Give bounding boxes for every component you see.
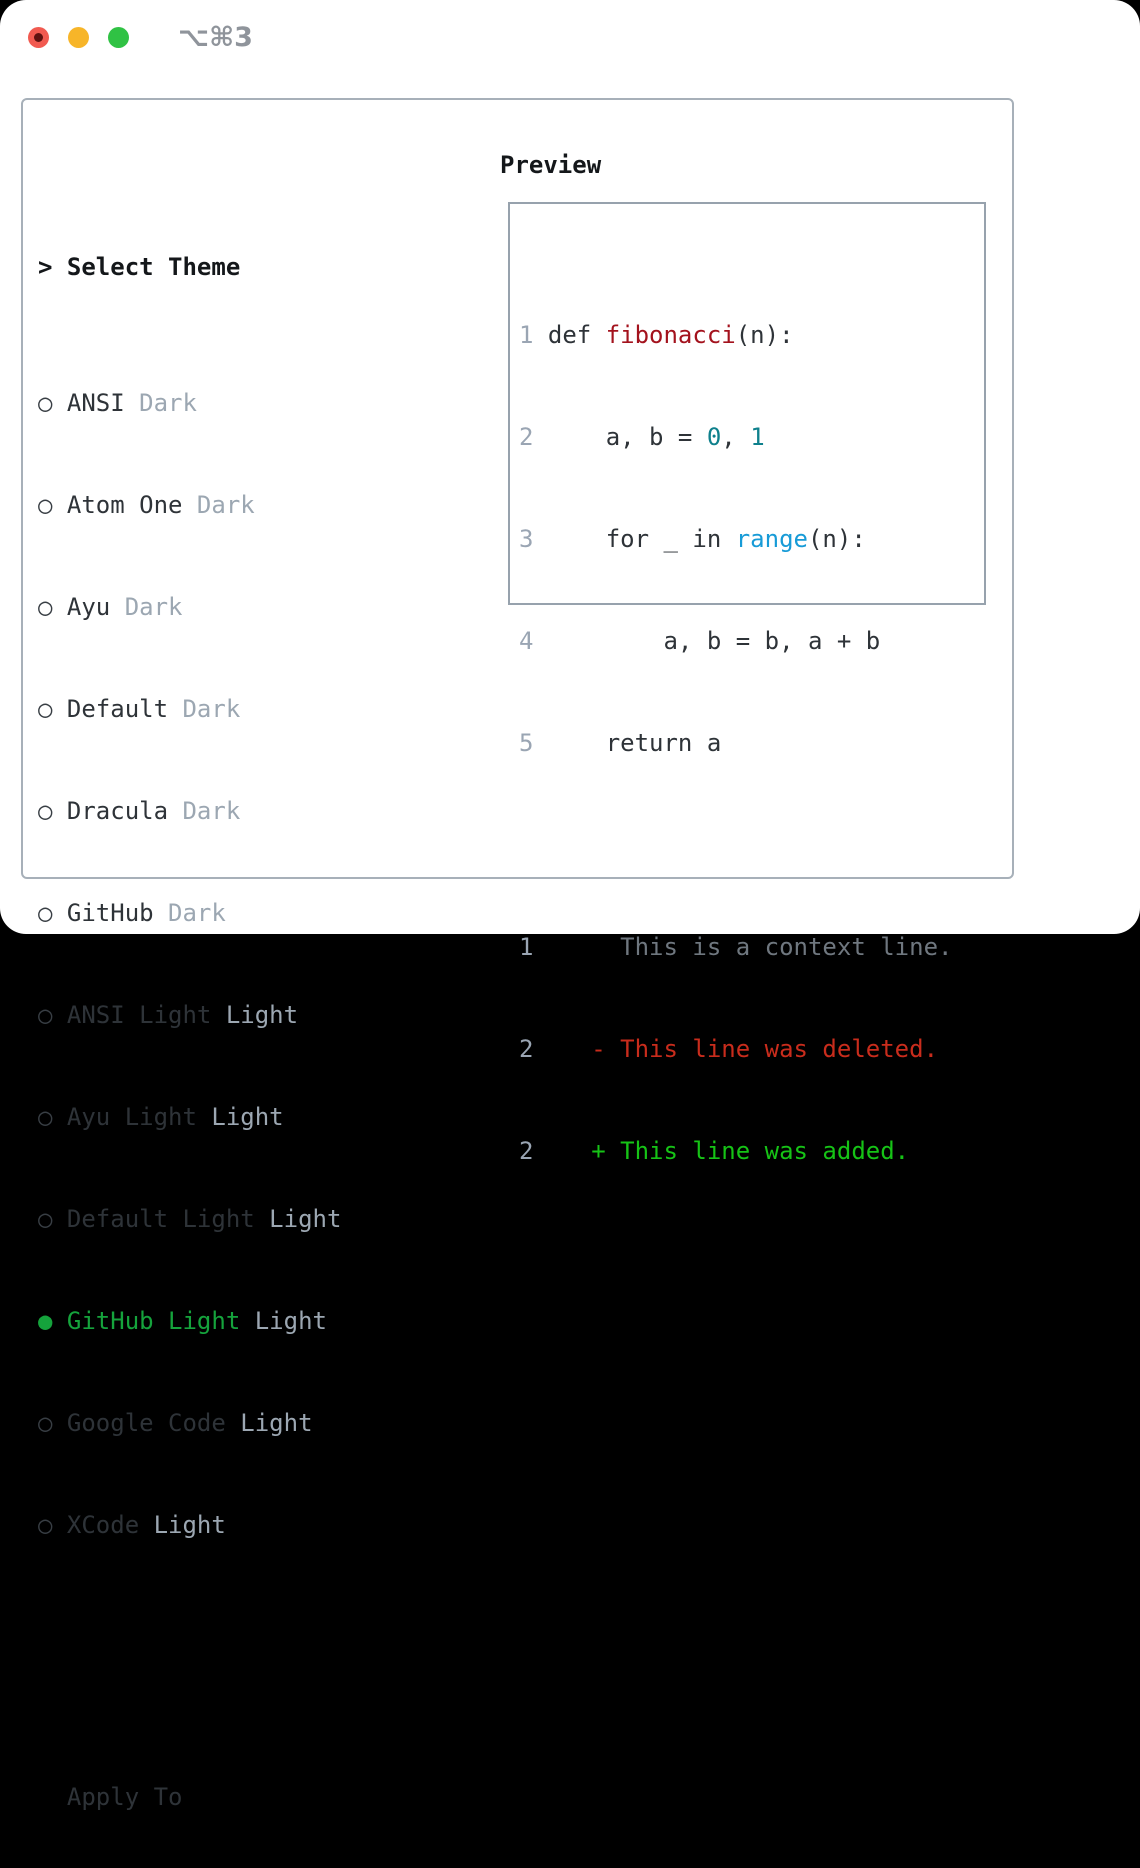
theme-variant: Dark [168, 899, 226, 927]
apply-to-label: Apply To [66, 1783, 183, 1811]
select-theme-label: Select Theme [66, 253, 241, 281]
theme-variant: Dark [124, 593, 183, 621]
code-line: 2 a, b = 0, 1 [519, 420, 984, 454]
theme-option-default-light[interactable]: ○ Default Light Light [38, 1202, 443, 1236]
theme-option-dracula-dark[interactable]: ○ Dracula Dark [38, 794, 443, 828]
theme-option-default-dark[interactable]: ○ Default Dark [38, 692, 443, 726]
theme-name: Default Light [66, 1205, 255, 1233]
theme-option-ansi-dark[interactable]: ○ ANSI Dark [38, 386, 443, 420]
radio-icon: ○ [38, 797, 53, 825]
line-number: 2 [519, 1137, 534, 1165]
theme-name: Default [66, 695, 169, 723]
theme-option-github-dark[interactable]: ○ GitHub Dark [38, 896, 443, 930]
theme-variant: Light [254, 1307, 327, 1335]
radio-icon: ○ [38, 593, 53, 621]
theme-option-google-code[interactable]: ○ Google Code Light [38, 1406, 443, 1440]
theme-variant: Dark [182, 797, 241, 825]
theme-name: GitHub [66, 899, 154, 927]
theme-variant: Light [240, 1409, 313, 1437]
spacer [519, 828, 984, 862]
focus-prompt-icon: > [38, 253, 53, 281]
code-line: 5 return a [519, 726, 984, 760]
radio-icon: ○ [38, 491, 53, 519]
theme-name: Ayu Light [66, 1103, 197, 1131]
line-number: 2 [519, 1035, 534, 1063]
theme-name: ANSI [66, 389, 125, 417]
code-line: 3 for _ in range(n): [519, 522, 984, 556]
close-dot-icon [34, 32, 43, 42]
diff-context-line: 1 This is a context line. [519, 930, 984, 964]
line-number: 3 [519, 525, 534, 553]
radio-icon: ○ [38, 1409, 53, 1437]
theme-name: Atom One [66, 491, 183, 519]
line-number: 2 [519, 423, 534, 451]
preview-header: Preview [500, 151, 602, 179]
theme-name: XCode [66, 1511, 140, 1539]
theme-name: Google Code [66, 1409, 226, 1437]
theme-option-atom-one-dark[interactable]: ○ Atom One Dark [38, 488, 443, 522]
function-name-token: fibonacci [605, 321, 736, 349]
theme-name: Dracula [66, 797, 169, 825]
theme-option-github-light[interactable]: ● GitHub Light Light [38, 1304, 443, 1338]
radio-icon: ○ [38, 1001, 53, 1029]
theme-option-ansi-light[interactable]: ○ ANSI Light Light [38, 998, 443, 1032]
theme-variant: Dark [139, 389, 197, 417]
radio-icon: ○ [38, 1205, 53, 1233]
theme-name: ANSI Light [66, 1001, 212, 1029]
theme-variant: Light [153, 1511, 226, 1539]
theme-variant: Light [211, 1103, 284, 1131]
radio-icon: ○ [38, 1103, 53, 1131]
number-token: 0 [706, 423, 722, 451]
radio-icon: ○ [38, 389, 53, 417]
zoom-button-icon[interactable] [108, 26, 129, 48]
apply-to-header: Apply To [38, 1780, 443, 1814]
spacer [38, 1644, 443, 1678]
line-number: 4 [519, 627, 534, 655]
theme-name: GitHub Light [66, 1307, 241, 1335]
theme-variant: Light [225, 1001, 299, 1029]
line-number: 5 [519, 729, 534, 757]
theme-option-xcode[interactable]: ○ XCode Light [38, 1508, 443, 1542]
number-token: 1 [750, 423, 765, 451]
theme-variant: Light [269, 1205, 342, 1233]
builtin-token: range [735, 525, 808, 553]
title-bar: ⌥⌘3 [28, 22, 253, 53]
radio-icon: ○ [38, 695, 53, 723]
theme-variant: Dark [182, 695, 241, 723]
theme-option-ayu-light[interactable]: ○ Ayu Light Light [38, 1100, 443, 1134]
radio-icon: ○ [38, 1511, 53, 1539]
line-number: 1 [519, 321, 534, 349]
radio-icon: ○ [38, 899, 53, 927]
radio-selected-icon: ● [38, 1307, 53, 1335]
select-theme-header: > Select Theme [38, 250, 443, 284]
diff-added-line: 2 + This line was added. [519, 1134, 984, 1168]
theme-name: Ayu [66, 593, 111, 621]
minimize-button-icon[interactable] [68, 26, 89, 48]
code-line: 4 a, b = b, a + b [519, 624, 984, 658]
diff-deleted-line: 2 - This line was deleted. [519, 1032, 984, 1066]
window-title: ⌥⌘3 [178, 21, 253, 53]
line-number: 1 [519, 933, 534, 961]
close-button-icon[interactable] [28, 26, 49, 48]
theme-option-ayu-dark[interactable]: ○ Ayu Dark [38, 590, 443, 624]
theme-variant: Dark [196, 491, 255, 519]
